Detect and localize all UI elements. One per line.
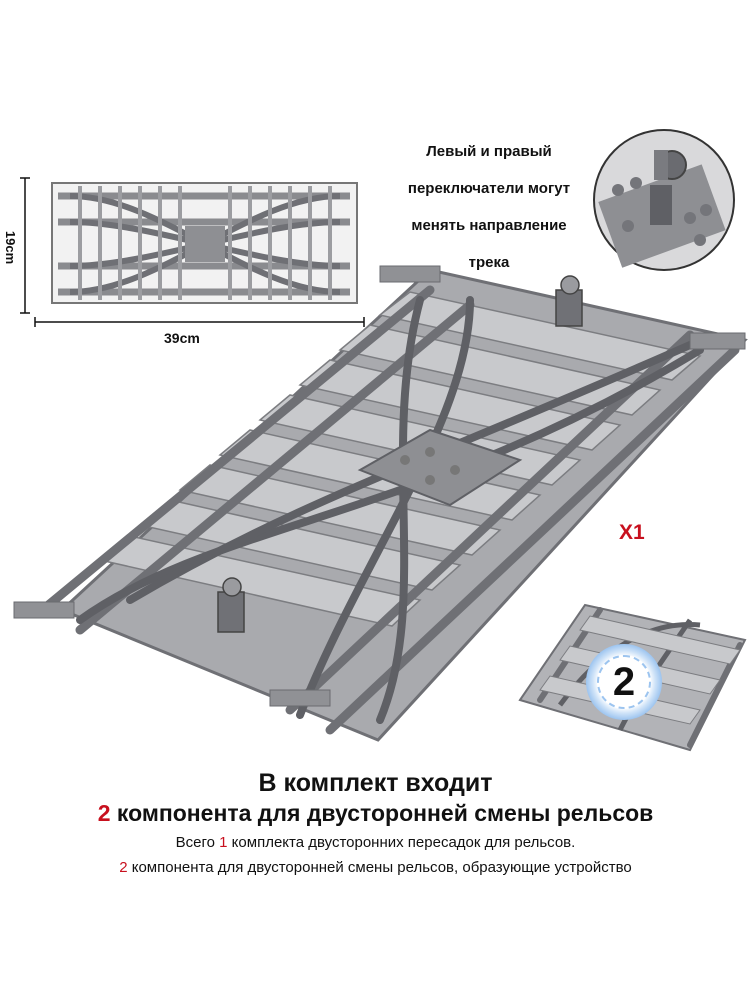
- footer-subheading: 2 компонента для двусторонней смены рель…: [0, 798, 751, 828]
- footer-line-4: 2 компонента для двусторонней смены рель…: [0, 856, 751, 880]
- footer-subheading-text: компонента для двусторонней смены рельсо…: [110, 800, 654, 826]
- top-view-diagram: [20, 177, 365, 327]
- footer-text-block: В комплект входит 2 компонента для двуст…: [0, 768, 751, 880]
- width-dimension-label: 39cm: [164, 330, 200, 346]
- callout-line-3: менять направление: [411, 217, 567, 234]
- quantity-badge: 2: [586, 644, 662, 720]
- footer-line-3-pre: Всего: [175, 834, 220, 851]
- footer-line-3-number: 1: [219, 834, 228, 851]
- footer-line-4-number: 2: [119, 859, 128, 876]
- footer-subheading-number: 2: [97, 800, 111, 826]
- footer-heading: В комплект входит: [258, 769, 493, 797]
- switch-closeup: [593, 129, 735, 271]
- double-crossover-track: [13, 265, 748, 742]
- footer-line-3-post: комплекта двусторонних пересадок для рел…: [227, 834, 576, 851]
- footer-line-4-text: компонента для двусторонней смены рельсо…: [127, 859, 632, 876]
- footer-line-3: Всего 1 комплекта двусторонних пересадок…: [0, 830, 751, 856]
- badge-number: 2: [597, 655, 651, 709]
- callout-line-1: Левый и правый: [426, 143, 552, 160]
- callout-line-4: трека: [468, 254, 510, 271]
- height-dimension-label: 19cm: [3, 230, 19, 265]
- switch-callout: Левый и правый переключатели могут менят…: [378, 133, 600, 281]
- callout-line-2: переключатели могут: [407, 180, 571, 197]
- quantity-label: X1: [619, 521, 645, 544]
